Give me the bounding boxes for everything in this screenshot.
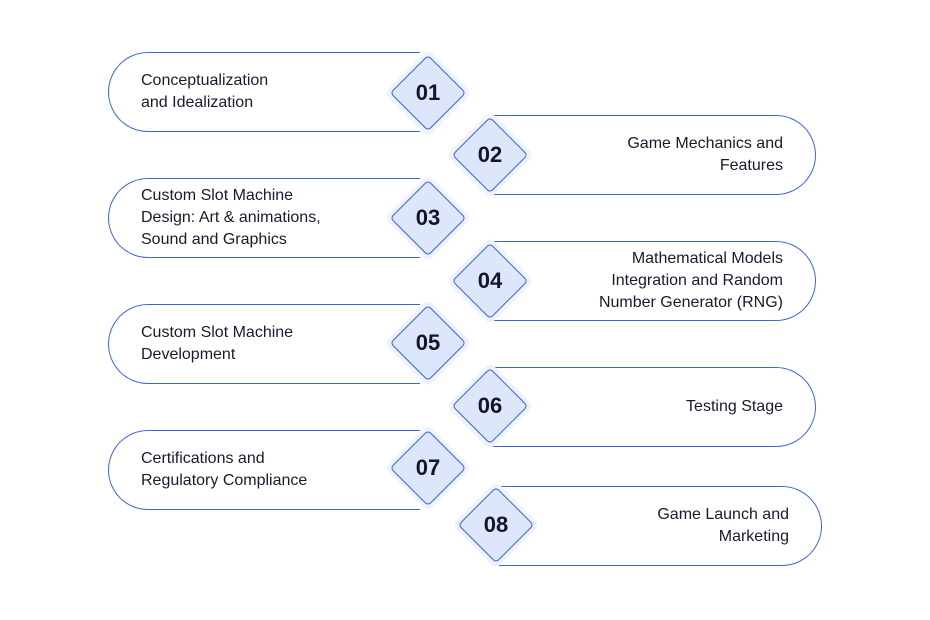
step-2-label: Game Mechanics and Features: [627, 135, 783, 174]
step-7-badge: 07: [380, 420, 476, 516]
step-7-number: 07: [415, 455, 441, 480]
step-4-number: 04: [477, 268, 503, 293]
step-3-card: Custom Slot Machine Design: Art & animat…: [108, 178, 420, 258]
step-8-card: Game Launch and Marketing: [496, 486, 822, 566]
step-5-label: Custom Slot Machine Development: [141, 324, 294, 363]
step-8-number: 08: [483, 512, 509, 537]
step-7-card: Certifications and Regulatory Compliance: [108, 430, 420, 510]
step-5-number: 05: [415, 330, 441, 355]
step-4-badge: 04: [442, 233, 538, 329]
step-8-badge: 08: [448, 477, 544, 573]
step-6-badge: 06: [442, 358, 538, 454]
step-3-badge: 03: [380, 170, 476, 266]
step-4-card: Mathematical Models Integration and Rand…: [490, 241, 816, 321]
step-7-label: Certifications and Regulatory Compliance: [141, 450, 308, 489]
step-4-label: Mathematical Models Integration and Rand…: [598, 250, 783, 311]
step-3-label: Custom Slot Machine Design: Art & animat…: [141, 187, 321, 248]
step-5-badge: 05: [380, 295, 476, 391]
step-2-number: 02: [477, 142, 503, 167]
step-1-number: 01: [415, 80, 441, 105]
step-3-number: 03: [415, 205, 441, 230]
step-6-label: Testing Stage: [686, 398, 783, 415]
step-1-badge: 01: [380, 45, 476, 141]
step-2-card: Game Mechanics and Features: [490, 115, 816, 195]
step-1-label: Conceptualization and Idealization: [141, 72, 269, 111]
step-1-card: Conceptualization and Idealization: [108, 52, 420, 132]
step-2-badge: 02: [442, 107, 538, 203]
step-6-number: 06: [477, 393, 503, 418]
step-6-card: Testing Stage: [490, 367, 816, 447]
step-5-card: Custom Slot Machine Development: [108, 304, 420, 384]
step-8-label: Game Launch and Marketing: [657, 506, 789, 545]
